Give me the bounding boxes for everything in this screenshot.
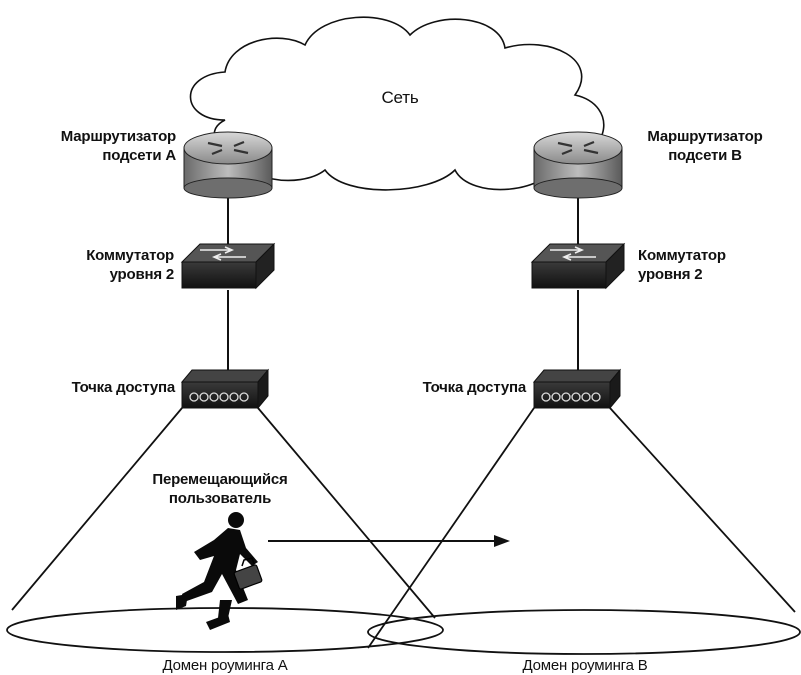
router-a-label-line1: Маршрутизатор <box>60 128 176 145</box>
roaming-user-label-line2: пользователь <box>168 490 272 507</box>
router-b-label: Маршрутизатор подсети В <box>630 127 780 165</box>
movement-arrow <box>268 535 510 547</box>
access-point-b-label: Точка доступа <box>422 379 527 396</box>
switch-b-label-line2: уровня 2 <box>638 266 703 283</box>
access-point-a-label: Точка доступа <box>71 379 176 396</box>
access-point-a-icon <box>180 368 270 410</box>
switch-a-label: Коммутатор уровня 2 <box>0 246 174 284</box>
roaming-user-label-line1: Перемещающийся <box>152 471 288 488</box>
coverage-cone-a <box>11 407 436 619</box>
running-user-icon <box>176 512 263 630</box>
coverage-cone-b <box>367 407 796 649</box>
roaming-domain-b-label: Домен роуминга В <box>522 657 648 674</box>
roaming-user-label: Перемещающийся пользователь <box>120 470 320 508</box>
network-cloud <box>189 16 605 191</box>
switch-a-label-line1: Коммутатор <box>86 247 174 264</box>
router-a-label-line2: подсети А <box>102 147 176 164</box>
router-b-label-line1: Маршрутизатор <box>647 128 763 145</box>
switch-b-icon <box>530 242 626 290</box>
network-cloud-label: Сеть <box>381 88 419 107</box>
access-point-b-icon <box>532 368 622 410</box>
switch-b-label-line1: Коммутатор <box>638 247 726 264</box>
roaming-domain-b-area <box>367 609 801 655</box>
router-b-label-line2: подсети В <box>668 147 742 164</box>
router-a-label: Маршрутизатор подсети А <box>0 127 176 165</box>
router-a-icon <box>183 131 273 199</box>
switch-b-label: Коммутатор уровня 2 <box>638 246 788 284</box>
switch-a-icon <box>180 242 276 290</box>
switch-a-label-line2: уровня 2 <box>109 266 175 283</box>
router-b-icon <box>533 131 623 199</box>
roaming-domain-a-label: Домен роуминга А <box>162 657 288 674</box>
